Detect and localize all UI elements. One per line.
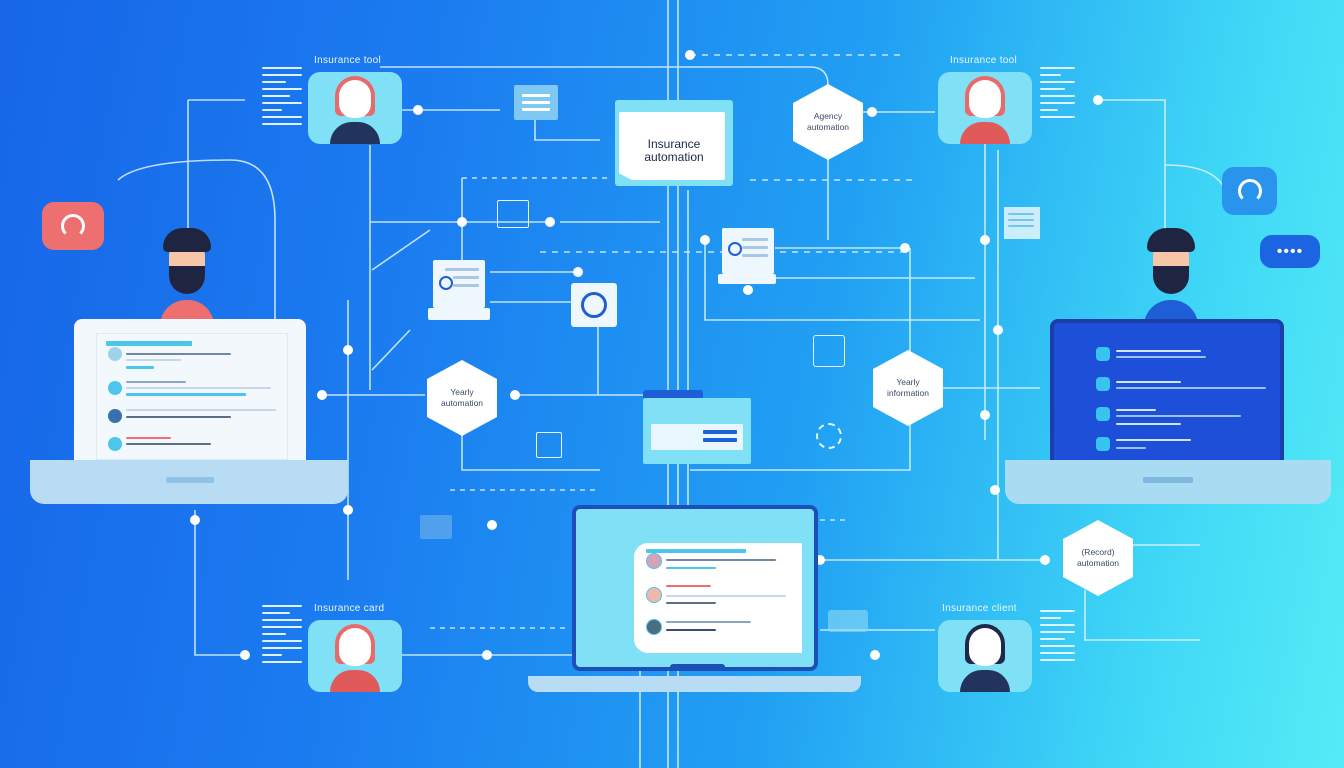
laptop-screen [572, 505, 818, 671]
person-left [158, 228, 216, 330]
legend-lines [1040, 605, 1075, 666]
laptop-screen [74, 319, 306, 471]
settings-box-icon[interactable] [571, 283, 617, 327]
print-icon [828, 610, 868, 632]
form-icon [813, 335, 845, 367]
avatar-body [960, 670, 1010, 692]
signal-icon [1237, 179, 1262, 203]
person-caption-bottom-left: Insurance card [314, 603, 385, 614]
hex-label-line-2: automation [440, 398, 484, 408]
hex-node-yearly-right[interactable]: Yearly information [873, 350, 943, 426]
avatar-hair [163, 228, 211, 252]
person-card-top-right[interactable] [938, 72, 1032, 144]
avatar-body [330, 670, 380, 692]
laptop-trackpad [166, 477, 214, 483]
person-card-bottom-left[interactable] [308, 620, 402, 692]
laptop-base [528, 676, 861, 692]
person-card-bottom-right[interactable] [938, 620, 1032, 692]
avatar-beard [1153, 266, 1189, 294]
avatar-face [339, 80, 371, 118]
document-icon[interactable] [428, 308, 490, 320]
legend-lines [1040, 62, 1075, 123]
avatar-body [960, 122, 1010, 144]
hex-label-line-1: Yearly [450, 387, 474, 397]
hex-label-line-1: (Record) [1081, 547, 1115, 557]
chat-bubble-right[interactable] [1222, 167, 1277, 215]
person-caption-top-left: Insurance tool [314, 55, 382, 66]
document-stack-icon [1004, 207, 1040, 239]
person-card-top-left[interactable] [308, 72, 402, 144]
gear-icon [816, 423, 842, 449]
avatar-hair [1147, 228, 1195, 252]
form-icon [536, 432, 562, 458]
person-caption-bottom-right: Insurance client [942, 603, 1017, 614]
title-line-2: automation [644, 150, 704, 164]
legend-lines [262, 62, 302, 130]
avatar-beard [169, 266, 205, 294]
hex-label-line-2: automation [806, 122, 850, 132]
avatar-body [330, 122, 380, 144]
hex-label-line-2: information [886, 388, 930, 398]
avatar-face [969, 628, 1001, 666]
laptop-screen [1050, 319, 1284, 475]
title-line-1: Insurance [647, 137, 701, 151]
avatar-face [339, 628, 371, 666]
laptop-hinge [670, 664, 725, 670]
upload-tray-icon [420, 515, 452, 539]
laptop-trackpad [1143, 477, 1193, 483]
title-card: Insurance automation [615, 100, 733, 186]
hex-label-line-1: Agency [813, 111, 843, 121]
share-icon [497, 200, 529, 228]
hex-label-line-2: automation [1076, 558, 1120, 568]
list-icon[interactable] [514, 85, 558, 120]
hex-label-line-1: Yearly [896, 377, 920, 387]
person-caption-top-right: Insurance tool [950, 55, 1018, 66]
ellipsis-icon: •••• [1276, 242, 1304, 260]
folder-window[interactable] [643, 390, 751, 464]
hex-node-agency[interactable]: Agency automation [793, 84, 863, 160]
legend-lines [262, 600, 302, 668]
avatar-face [969, 80, 1001, 118]
document-icon[interactable] [433, 260, 485, 308]
typing-bubble[interactable]: •••• [1260, 235, 1320, 268]
person-right [1142, 228, 1200, 330]
document-icon[interactable] [722, 228, 774, 274]
chat-bubble-left[interactable] [42, 202, 104, 250]
document-icon[interactable] [718, 274, 776, 284]
signal-icon [61, 214, 85, 238]
